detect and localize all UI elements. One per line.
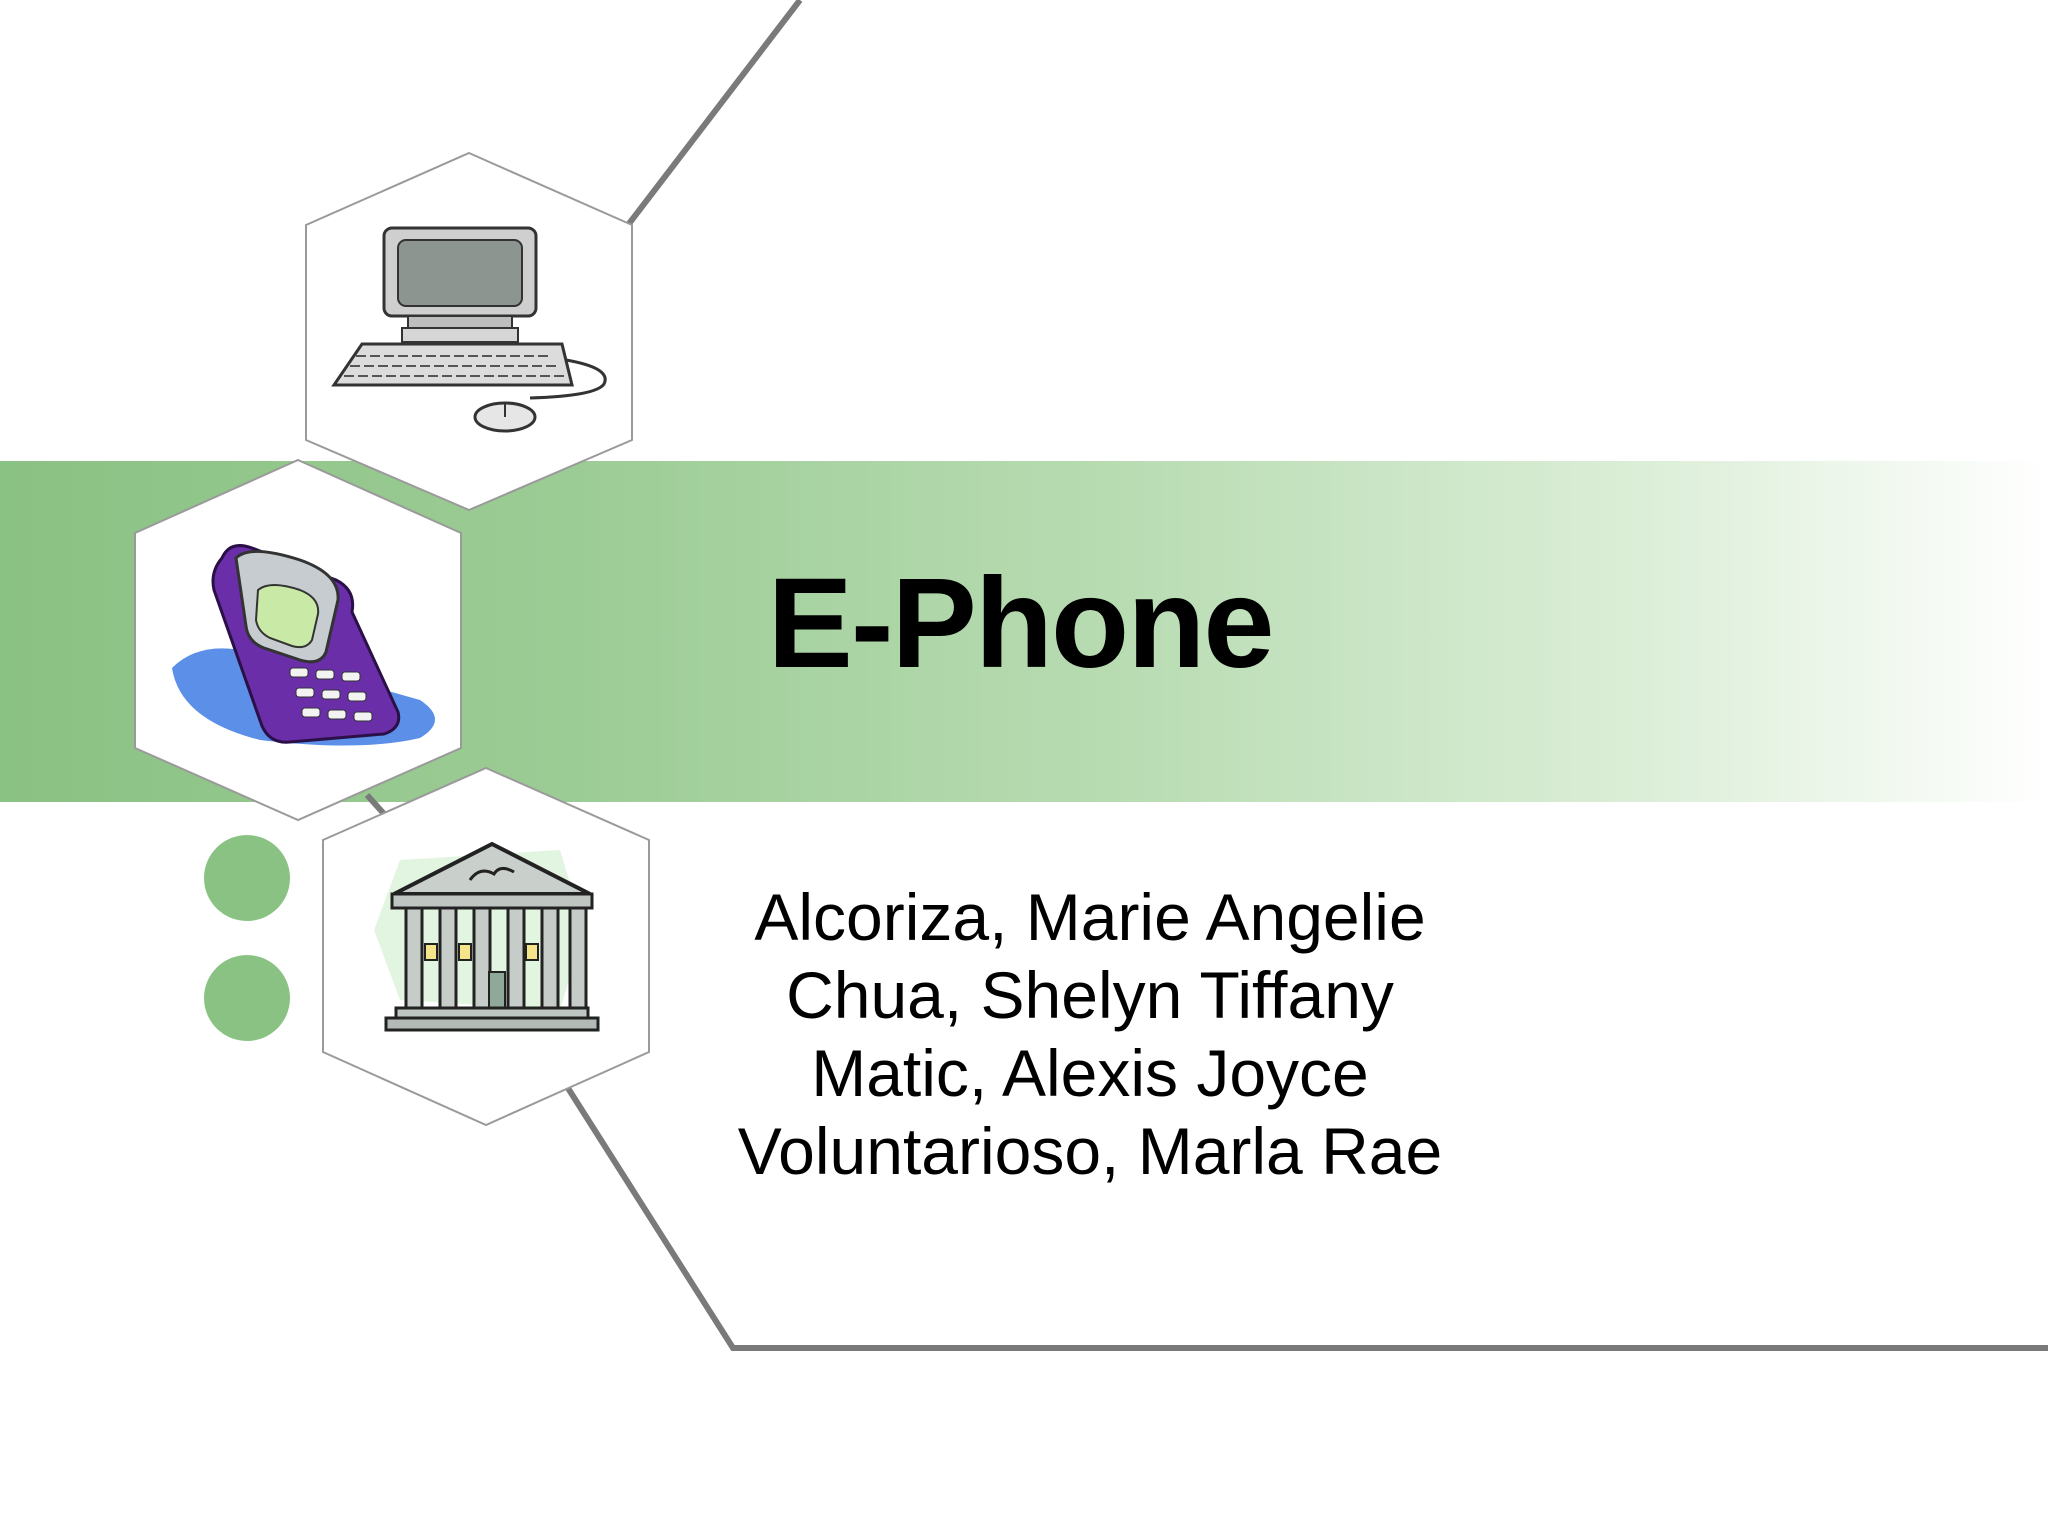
author-name: Voluntarioso, Marla Rae xyxy=(737,1114,1443,1188)
connector-line-bottom xyxy=(563,1083,2048,1351)
green-dot-upper xyxy=(204,835,290,921)
author-name: Alcoriza, Marie Angelie xyxy=(754,880,1426,954)
hexagon-cell-phone xyxy=(134,458,462,822)
connector-line-mid xyxy=(364,792,388,818)
bank-building-icon xyxy=(374,841,600,1032)
hexagon-bank-building xyxy=(322,766,650,1127)
cell-phone-icon xyxy=(172,544,435,746)
author-list: Alcoriza, Marie Angelie Chua, Shelyn Tif… xyxy=(640,878,1540,1190)
author-name: Chua, Shelyn Tiffany xyxy=(786,958,1394,1032)
hexagon-computer xyxy=(305,151,633,512)
author-name: Matic, Alexis Joyce xyxy=(811,1036,1369,1110)
computer-icon xyxy=(331,226,607,433)
connector-line-top xyxy=(625,0,803,227)
green-dot-lower xyxy=(204,955,290,1041)
slide-title: E-Phone xyxy=(767,552,1274,695)
